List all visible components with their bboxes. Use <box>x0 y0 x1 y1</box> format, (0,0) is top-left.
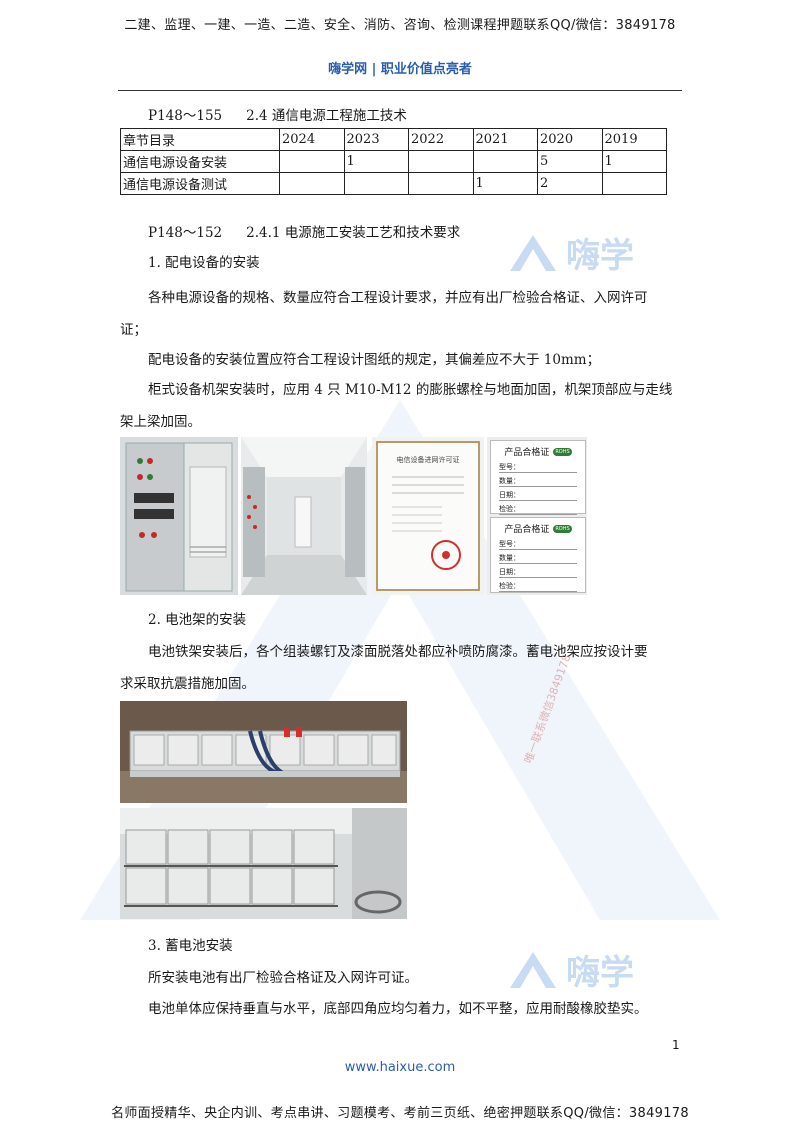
table-header-row: 章节目录 2024 2023 2022 2021 2020 2019 <box>120 128 667 151</box>
table-header-cell: 2023 <box>343 128 409 151</box>
table-cell: 1 <box>472 172 538 195</box>
table-header-cell: 2021 <box>472 128 538 151</box>
paragraph-line: 证； <box>120 322 147 338</box>
cabinet-photo <box>120 437 238 595</box>
table-cell <box>408 150 474 173</box>
table-cell: 2 <box>537 172 603 195</box>
subsection-pages: P148～152 <box>148 225 223 241</box>
table-cell: 1 <box>343 150 409 173</box>
table-header-cell: 2019 <box>601 128 667 151</box>
table-cell <box>279 150 345 173</box>
haixue-watermark: 嗨学 <box>508 228 634 277</box>
item-heading: 3. 蓄电池安装 <box>148 938 233 954</box>
certificate-field: 数量： <box>499 553 577 564</box>
certificate-field: 检验： <box>499 581 577 592</box>
certificate-card: 产品合格证 ROHS 型号： 数量： 日期： 检验： <box>490 440 586 515</box>
certificate-title: 产品合格证 <box>504 525 550 535</box>
subsection-heading: P148～152 2.4.1 电源施工安装工艺和技术要求 <box>148 221 460 241</box>
table-cell: 1 <box>601 150 667 173</box>
chapter-score-table: 章节目录 2024 2023 2022 2021 2020 2019 通信电源设… <box>120 128 667 195</box>
table-header-cell: 2024 <box>279 128 345 151</box>
certificate-field: 型号： <box>499 462 577 473</box>
table-header-cell: 2020 <box>537 128 603 151</box>
bottom-contact-banner: 名师面授精华、央企内训、考点串讲、习题模考、考前三页纸、绝密押题联系QQ/微信：… <box>111 1106 689 1121</box>
item-heading: 1. 配电设备的安装 <box>148 255 260 271</box>
paragraph-line: 柜式设备机架安装时，应用 4 只 M10-M12 的膨胀螺栓与地面加固，机架顶部… <box>148 382 673 398</box>
paragraph-line: 配电设备的安装位置应符合工程设计图纸的规定，其偏差应不大于 10mm； <box>148 352 601 368</box>
certificate-title: 产品合格证 <box>504 448 550 458</box>
certificate-field: 日期： <box>499 490 577 501</box>
table-cell <box>472 150 538 173</box>
paragraph-line: 求采取抗震措施加固。 <box>120 676 255 692</box>
network-access-license-image: 电信设备进网许可证 <box>372 437 484 595</box>
certificate-field: 检验： <box>499 504 577 515</box>
product-certificate-image: 产品合格证 ROHS 型号： 数量： 日期： 检验： 产品合格证 ROHS 型号… <box>487 437 587 595</box>
section-heading: P148～155 2.4 通信电源工程施工技术 <box>148 104 407 124</box>
paragraph-line: 所安装电池有出厂检验合格证及入网许可证。 <box>148 970 418 986</box>
paragraph-line: 各种电源设备的规格、数量应符合工程设计要求，并应有出厂检验合格证、入网许可 <box>148 290 648 306</box>
table-cell <box>279 172 345 195</box>
table-cell <box>343 172 409 195</box>
top-contact-banner: 二建、监理、一建、一造、二造、安全、消防、咨询、检测课程押题联系QQ/微信：38… <box>124 18 676 33</box>
section-title: 2.4 通信电源工程施工技术 <box>246 108 407 124</box>
haixue-logo-icon <box>510 951 556 988</box>
item-heading: 2. 电池架的安装 <box>148 612 247 628</box>
watermark-text: 嗨学 <box>566 953 634 993</box>
subsection-title: 2.4.1 电源施工安装工艺和技术要求 <box>246 225 461 241</box>
certificate-field: 日期： <box>499 567 577 578</box>
table-header-cell: 章节目录 <box>120 128 280 151</box>
website-link[interactable]: www.haixue.com <box>344 1060 456 1075</box>
table-header-cell: 2022 <box>408 128 474 151</box>
certificate-card: 产品合格证 ROHS 型号： 数量： 日期： 检验： <box>490 517 586 593</box>
haixue-logo-icon <box>510 234 556 271</box>
paragraph-line: 电池铁架安装后，各个组装螺钉及漆面脱落处都应补喷防腐漆。蓄电池架应按设计要 <box>148 644 648 660</box>
watermark-text: 嗨学 <box>566 236 634 276</box>
header-divider <box>118 90 682 91</box>
table-cell <box>408 172 474 195</box>
rohs-badge: ROHS <box>553 447 572 456</box>
table-cell: 通信电源设备安装 <box>120 150 280 173</box>
section-pages: P148～155 <box>148 108 223 124</box>
battery-rack-photo <box>120 701 407 803</box>
brand-slogan: 嗨学网 | 职业价值点亮者 <box>328 62 472 77</box>
license-title: 电信设备进网许可证 <box>396 456 460 464</box>
battery-bank-photo <box>120 808 407 919</box>
table-row: 通信电源设备安装 1 5 1 <box>120 150 667 173</box>
equipment-room-photo <box>241 437 367 595</box>
table-cell: 5 <box>537 150 603 173</box>
rohs-badge: ROHS <box>553 524 572 533</box>
certificate-field: 型号： <box>499 539 577 550</box>
haixue-watermark: 嗨学 <box>508 945 634 994</box>
table-cell <box>601 172 667 195</box>
table-cell: 通信电源设备测试 <box>120 172 280 195</box>
paragraph-line: 电池单体应保持垂直与水平，底部四角应均匀着力，如不平整，应用耐酸橡胶垫实。 <box>148 1001 648 1017</box>
certificate-field: 数量： <box>499 476 577 487</box>
table-row: 通信电源设备测试 1 2 <box>120 172 667 195</box>
page-number: 1 <box>672 1038 680 1052</box>
paragraph-line: 架上梁加固。 <box>120 414 201 430</box>
